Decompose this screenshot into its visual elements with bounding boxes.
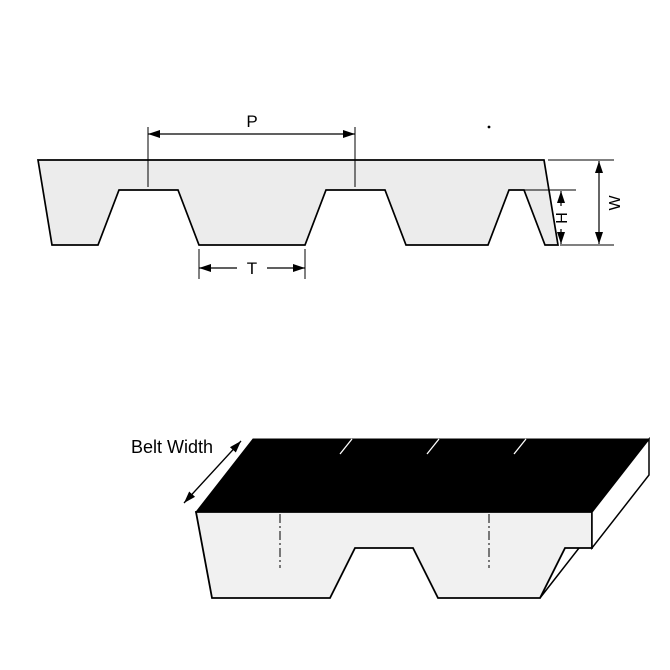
belt-width-arrow: [183, 440, 242, 504]
height-dimension: H: [524, 189, 576, 244]
pitch-dimension: P: [147, 112, 356, 187]
tooth-label: T: [247, 259, 257, 278]
belt-width-dimension: Belt Width: [131, 437, 242, 504]
top-face-seam-line: [426, 438, 440, 455]
tooth-dimension: T: [198, 249, 306, 279]
stray-dot: [487, 125, 491, 129]
width-dimension: W: [548, 159, 624, 246]
belt-profile: [36, 159, 560, 246]
cross-section-view: P T H W: [36, 112, 624, 279]
top-face-seam-line: [339, 438, 353, 455]
perspective-view: Belt Width: [131, 436, 651, 599]
pitch-label: P: [246, 112, 257, 131]
width-label: W: [607, 195, 624, 211]
belt-top-face: [194, 438, 651, 513]
belt-width-label: Belt Width: [131, 437, 213, 457]
belt-front-face: [194, 511, 593, 599]
top-face-seam-line: [513, 438, 527, 455]
belt-end-face: [591, 436, 650, 551]
height-label: H: [554, 212, 571, 224]
